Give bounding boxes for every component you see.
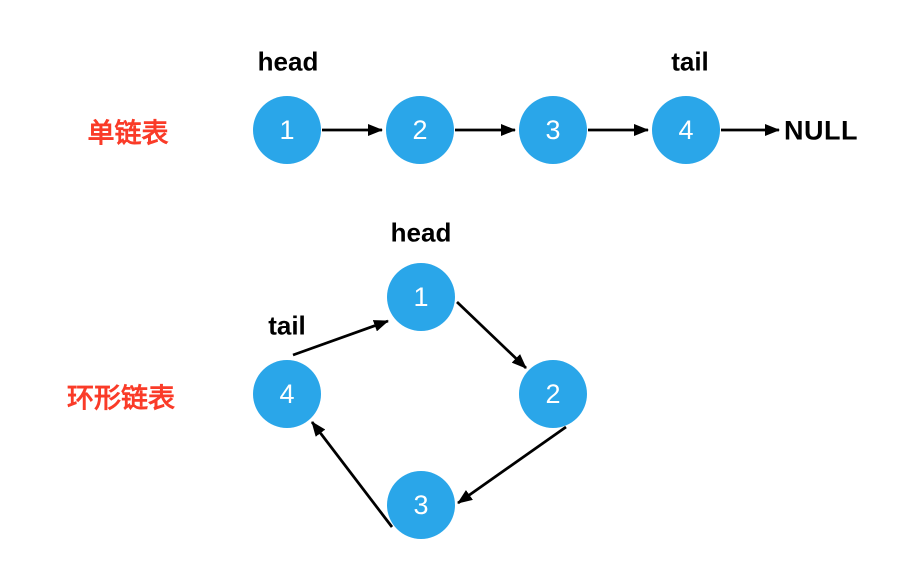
arrow-circular-3-4: [310, 421, 394, 528]
circular-node-1: 1: [387, 263, 455, 331]
circular-tail-label: tail: [268, 310, 306, 341]
arrow-circular-1-2: [456, 301, 527, 369]
singly-node-3: 3: [519, 96, 587, 164]
singly-node-4: 4: [652, 96, 720, 164]
arrow-circular-2-3: [457, 425, 567, 505]
singly-tail-label: tail: [671, 46, 709, 77]
singly-head-label: head: [257, 46, 319, 77]
circular-node-4: 4: [253, 360, 321, 428]
null-label: NULL: [784, 115, 858, 146]
arrow-circular-4-1: [292, 319, 389, 357]
circular-node-3: 3: [387, 471, 455, 539]
circular-list-title: 环形链表: [67, 383, 175, 414]
singly-list-title: 单链表: [87, 118, 169, 149]
circular-head-label: head: [390, 217, 452, 248]
circular-node-2: 2: [519, 360, 587, 428]
singly-node-2: 2: [386, 96, 454, 164]
singly-node-1: 1: [253, 96, 321, 164]
